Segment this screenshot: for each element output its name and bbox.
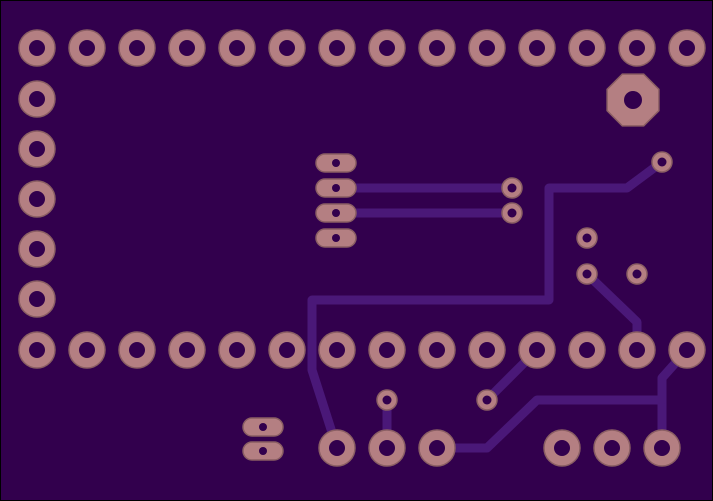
via-1 bbox=[501, 177, 523, 199]
via-6 bbox=[626, 263, 648, 285]
via-5 bbox=[576, 263, 598, 285]
connector-pad-5 bbox=[593, 429, 631, 467]
header-pad-top-12 bbox=[568, 29, 606, 67]
header-pad-bottom-6 bbox=[268, 331, 306, 369]
via-7 bbox=[376, 389, 398, 411]
copper-trace-3 bbox=[307, 157, 667, 453]
oval-pad-2 bbox=[315, 178, 357, 198]
oval-pad-4 bbox=[315, 228, 357, 248]
via-3 bbox=[651, 151, 673, 173]
connector-pad-4 bbox=[543, 429, 581, 467]
header-pad-top-3 bbox=[118, 29, 156, 67]
header-pad-bottom-12 bbox=[568, 331, 606, 369]
header-pad-top-4 bbox=[168, 29, 206, 67]
header-pad-left-2 bbox=[18, 130, 56, 168]
header-pad-bottom-1 bbox=[18, 331, 56, 369]
header-pad-top-8 bbox=[368, 29, 406, 67]
oval-pad-1 bbox=[315, 153, 357, 173]
via-2 bbox=[501, 202, 523, 224]
header-pad-bottom-5 bbox=[218, 331, 256, 369]
header-pad-left-5 bbox=[18, 280, 56, 318]
connector-pad-2 bbox=[368, 429, 406, 467]
header-pad-top-6 bbox=[268, 29, 306, 67]
via-4 bbox=[576, 227, 598, 249]
octagon-mounting-pad bbox=[606, 73, 660, 127]
copper-trace-6 bbox=[432, 395, 667, 453]
header-pad-top-2 bbox=[68, 29, 106, 67]
header-pad-top-10 bbox=[468, 29, 506, 67]
oval-pad-3 bbox=[315, 203, 357, 223]
copper-traces bbox=[307, 157, 692, 453]
oval-pad-5 bbox=[242, 417, 284, 437]
oval-pad-6 bbox=[242, 441, 284, 461]
via-8 bbox=[476, 389, 498, 411]
header-pad-bottom-3 bbox=[118, 331, 156, 369]
header-pad-bottom-2 bbox=[68, 331, 106, 369]
header-pad-top-1 bbox=[18, 29, 56, 67]
header-pad-top-5 bbox=[218, 29, 256, 67]
header-pad-bottom-10 bbox=[468, 331, 506, 369]
header-pad-left-3 bbox=[18, 180, 56, 218]
connector-pad-6 bbox=[643, 429, 681, 467]
header-pad-top-7 bbox=[318, 29, 356, 67]
header-pad-top-13 bbox=[618, 29, 656, 67]
header-pad-left-1 bbox=[18, 80, 56, 118]
header-pad-top-14 bbox=[668, 29, 706, 67]
header-pad-bottom-9 bbox=[418, 331, 456, 369]
header-pad-bottom-4 bbox=[168, 331, 206, 369]
connector-pad-3 bbox=[418, 429, 456, 467]
header-pad-top-11 bbox=[518, 29, 556, 67]
header-pad-left-4 bbox=[18, 230, 56, 268]
header-pad-bottom-13 bbox=[618, 331, 656, 369]
header-pad-top-9 bbox=[418, 29, 456, 67]
connector-pad-1 bbox=[318, 429, 356, 467]
header-pad-bottom-11 bbox=[518, 331, 556, 369]
header-pad-bottom-8 bbox=[368, 331, 406, 369]
pads-layer bbox=[18, 29, 706, 467]
header-pad-bottom-14 bbox=[668, 331, 706, 369]
header-pad-bottom-7 bbox=[318, 331, 356, 369]
